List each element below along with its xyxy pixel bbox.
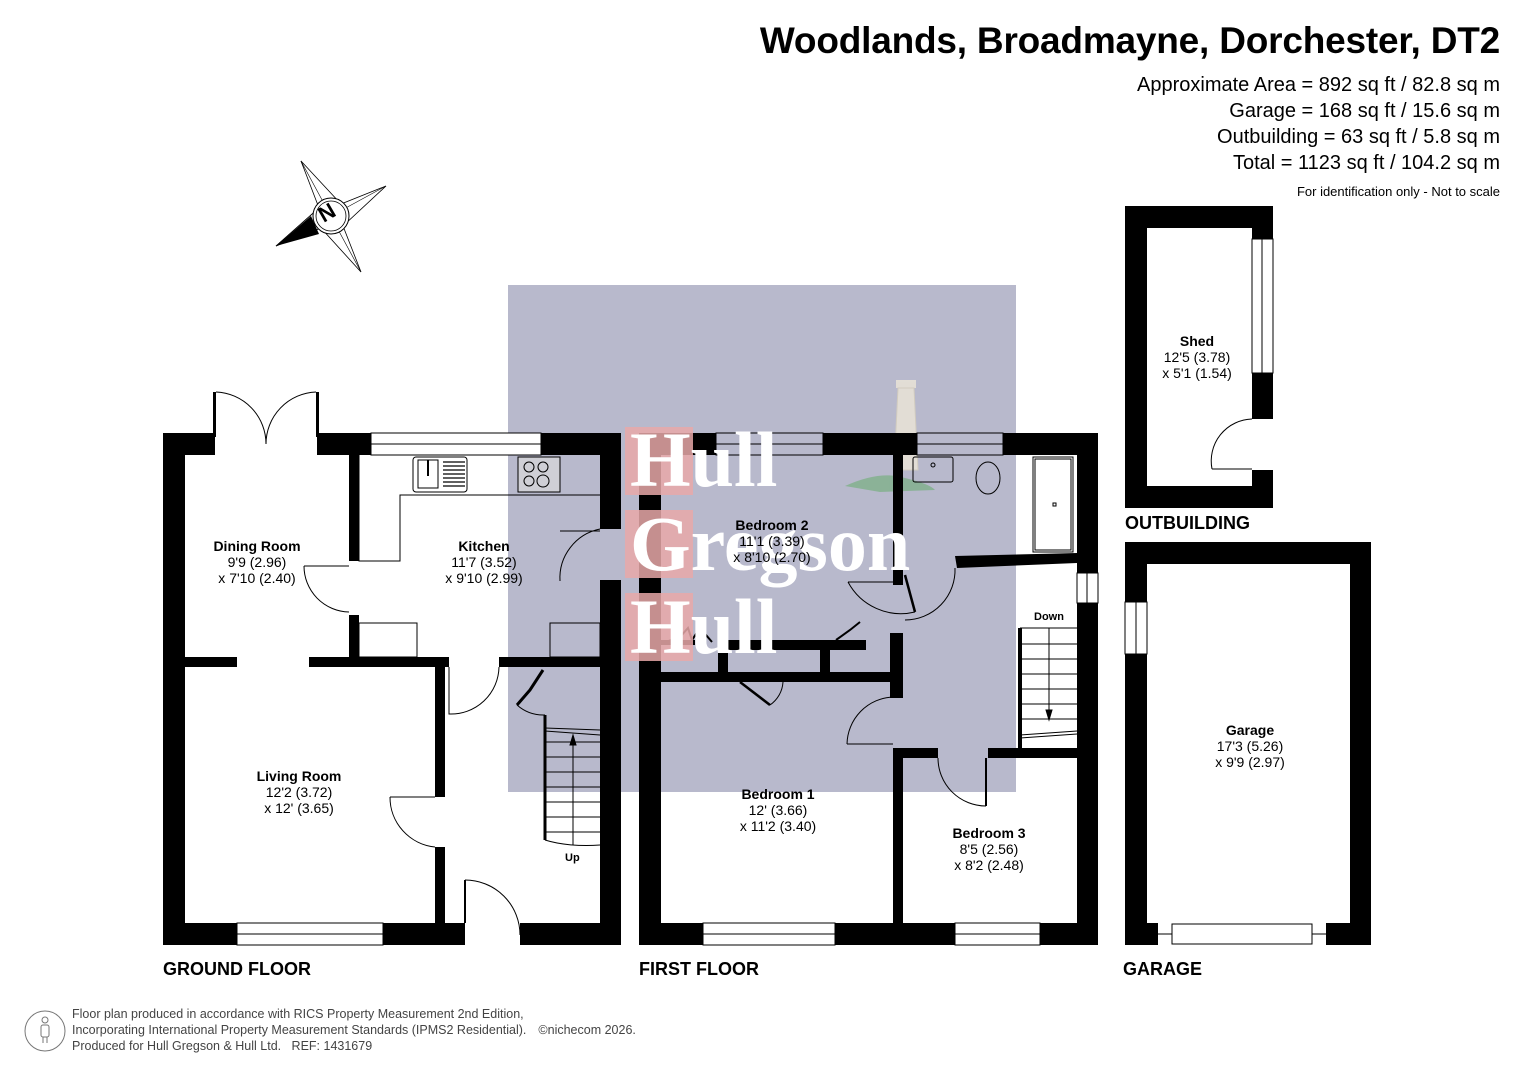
footer-notes: Floor plan produced in accordance with R… [72, 1006, 636, 1054]
watermark-background [508, 285, 1016, 792]
room-dimension-length: 11'7 (3.52) [451, 554, 517, 570]
room-dimension-width: x 8'2 (2.48) [954, 857, 1024, 873]
ground-floor-fixtures [215, 391, 601, 946]
watermark-line-1: Hull [630, 416, 778, 503]
room-name: Garage [1225, 722, 1275, 738]
compass-rose-icon [275, 160, 387, 273]
watermark-initial-box [625, 427, 693, 495]
room-dimension-length: 12' (3.66) [748, 802, 808, 818]
ipms-person-icon [24, 1010, 66, 1052]
approximate-area: Approximate Area = 892 sq ft / 82.8 sq m [1137, 74, 1500, 96]
room-name: Kitchen [458, 538, 510, 554]
room-name: Bedroom 1 [741, 786, 815, 802]
room-dimension-length: 17'3 (5.26) [1216, 738, 1284, 754]
outbuilding-plan [1125, 206, 1273, 508]
footer-line-2: Incorporating International Property Mea… [72, 1023, 527, 1037]
room-label-bedroom-3: Bedroom 3 8'5 (2.56) x 8'2 (2.48) [952, 825, 1025, 873]
room-dimension-width: x 12' (3.65) [264, 800, 334, 816]
room-dimension-width: x 5'1 (1.54) [1162, 365, 1232, 381]
property-title: Woodlands, Broadmayne, Dorchester, DT2 [759, 20, 1500, 61]
room-name: Bedroom 3 [952, 825, 1026, 841]
watermark-line-3: Hull [630, 583, 778, 670]
watermark-line-2: Gregson [630, 500, 911, 587]
room-label-bedroom-1: Bedroom 1 12' (3.66) x 11'2 (3.40) [740, 786, 816, 834]
room-dimension-length: 11'1 (3.39) [739, 533, 805, 549]
room-dimension-length: 12'5 (3.78) [1163, 349, 1231, 365]
stairs-up-label: Up [565, 852, 580, 864]
first-floor-label: FIRST FLOOR [639, 959, 759, 979]
room-name: Dining Room [213, 538, 301, 554]
copyright: ©nichecom 2026. [538, 1023, 636, 1037]
room-name: Living Room [256, 768, 342, 784]
room-dimension-width: x 11'2 (3.40) [739, 818, 817, 834]
room-label-garage: Garage 17'3 (5.26) x 9'9 (2.97) [1215, 722, 1285, 770]
room-dimension-width: x 9'9 (2.97) [1215, 754, 1285, 770]
room-label-shed: Shed 12'5 (3.78) x 5'1 (1.54) [1162, 333, 1232, 381]
garage-label: GARAGE [1123, 959, 1203, 979]
garage-fixtures [1124, 601, 1326, 945]
room-dimension-width: x 8'10 (2.70) [733, 549, 811, 565]
room-dimension-width: x 7'10 (2.40) [218, 570, 296, 586]
footer-line-3: Produced for Hull Gregson & Hull Ltd. RE… [72, 1039, 373, 1053]
outbuilding-fixtures [1210, 238, 1274, 470]
total-area: Total = 1123 sq ft / 104.2 sq m [1232, 152, 1500, 174]
watermark-initial-box [625, 510, 693, 578]
ground-floor-label: GROUND FLOOR [163, 959, 311, 979]
room-dimension-width: x 9'10 (2.99) [445, 570, 523, 586]
first-floor-fixtures [662, 432, 1099, 946]
room-label-kitchen: Kitchen 11'7 (3.52) x 9'10 (2.99) [445, 538, 522, 586]
room-label-dining-room: Dining Room 9'9 (2.96) x 7'10 (2.40) [213, 538, 300, 586]
room-name: Shed [1179, 333, 1215, 349]
room-dimension-length: 8'5 (2.56) [959, 841, 1019, 857]
room-dimension-length: 12'2 (3.72) [265, 784, 333, 800]
room-dimension-length: 9'9 (2.96) [227, 554, 287, 570]
watermark-initial-box [625, 593, 693, 661]
disclaimer: For identification only - Not to scale [1296, 184, 1500, 199]
room-label-bedroom-2: Bedroom 2 11'1 (3.39) x 8'10 (2.70) [733, 517, 810, 565]
outbuilding-area: Outbuilding = 63 sq ft / 5.8 sq m [1217, 126, 1500, 148]
room-name: Bedroom 2 [735, 517, 809, 533]
room-label-living-room: Living Room 12'2 (3.72) x 12' (3.65) [257, 768, 342, 816]
ground-floor-plan [163, 392, 621, 945]
stairs-down-label: Down [1034, 611, 1064, 623]
outbuilding-label: OUTBUILDING [1125, 513, 1250, 533]
garage-area: Garage = 168 sq ft / 15.6 sq m [1229, 100, 1500, 122]
footer-line-1: Floor plan produced in accordance with R… [72, 1007, 524, 1021]
